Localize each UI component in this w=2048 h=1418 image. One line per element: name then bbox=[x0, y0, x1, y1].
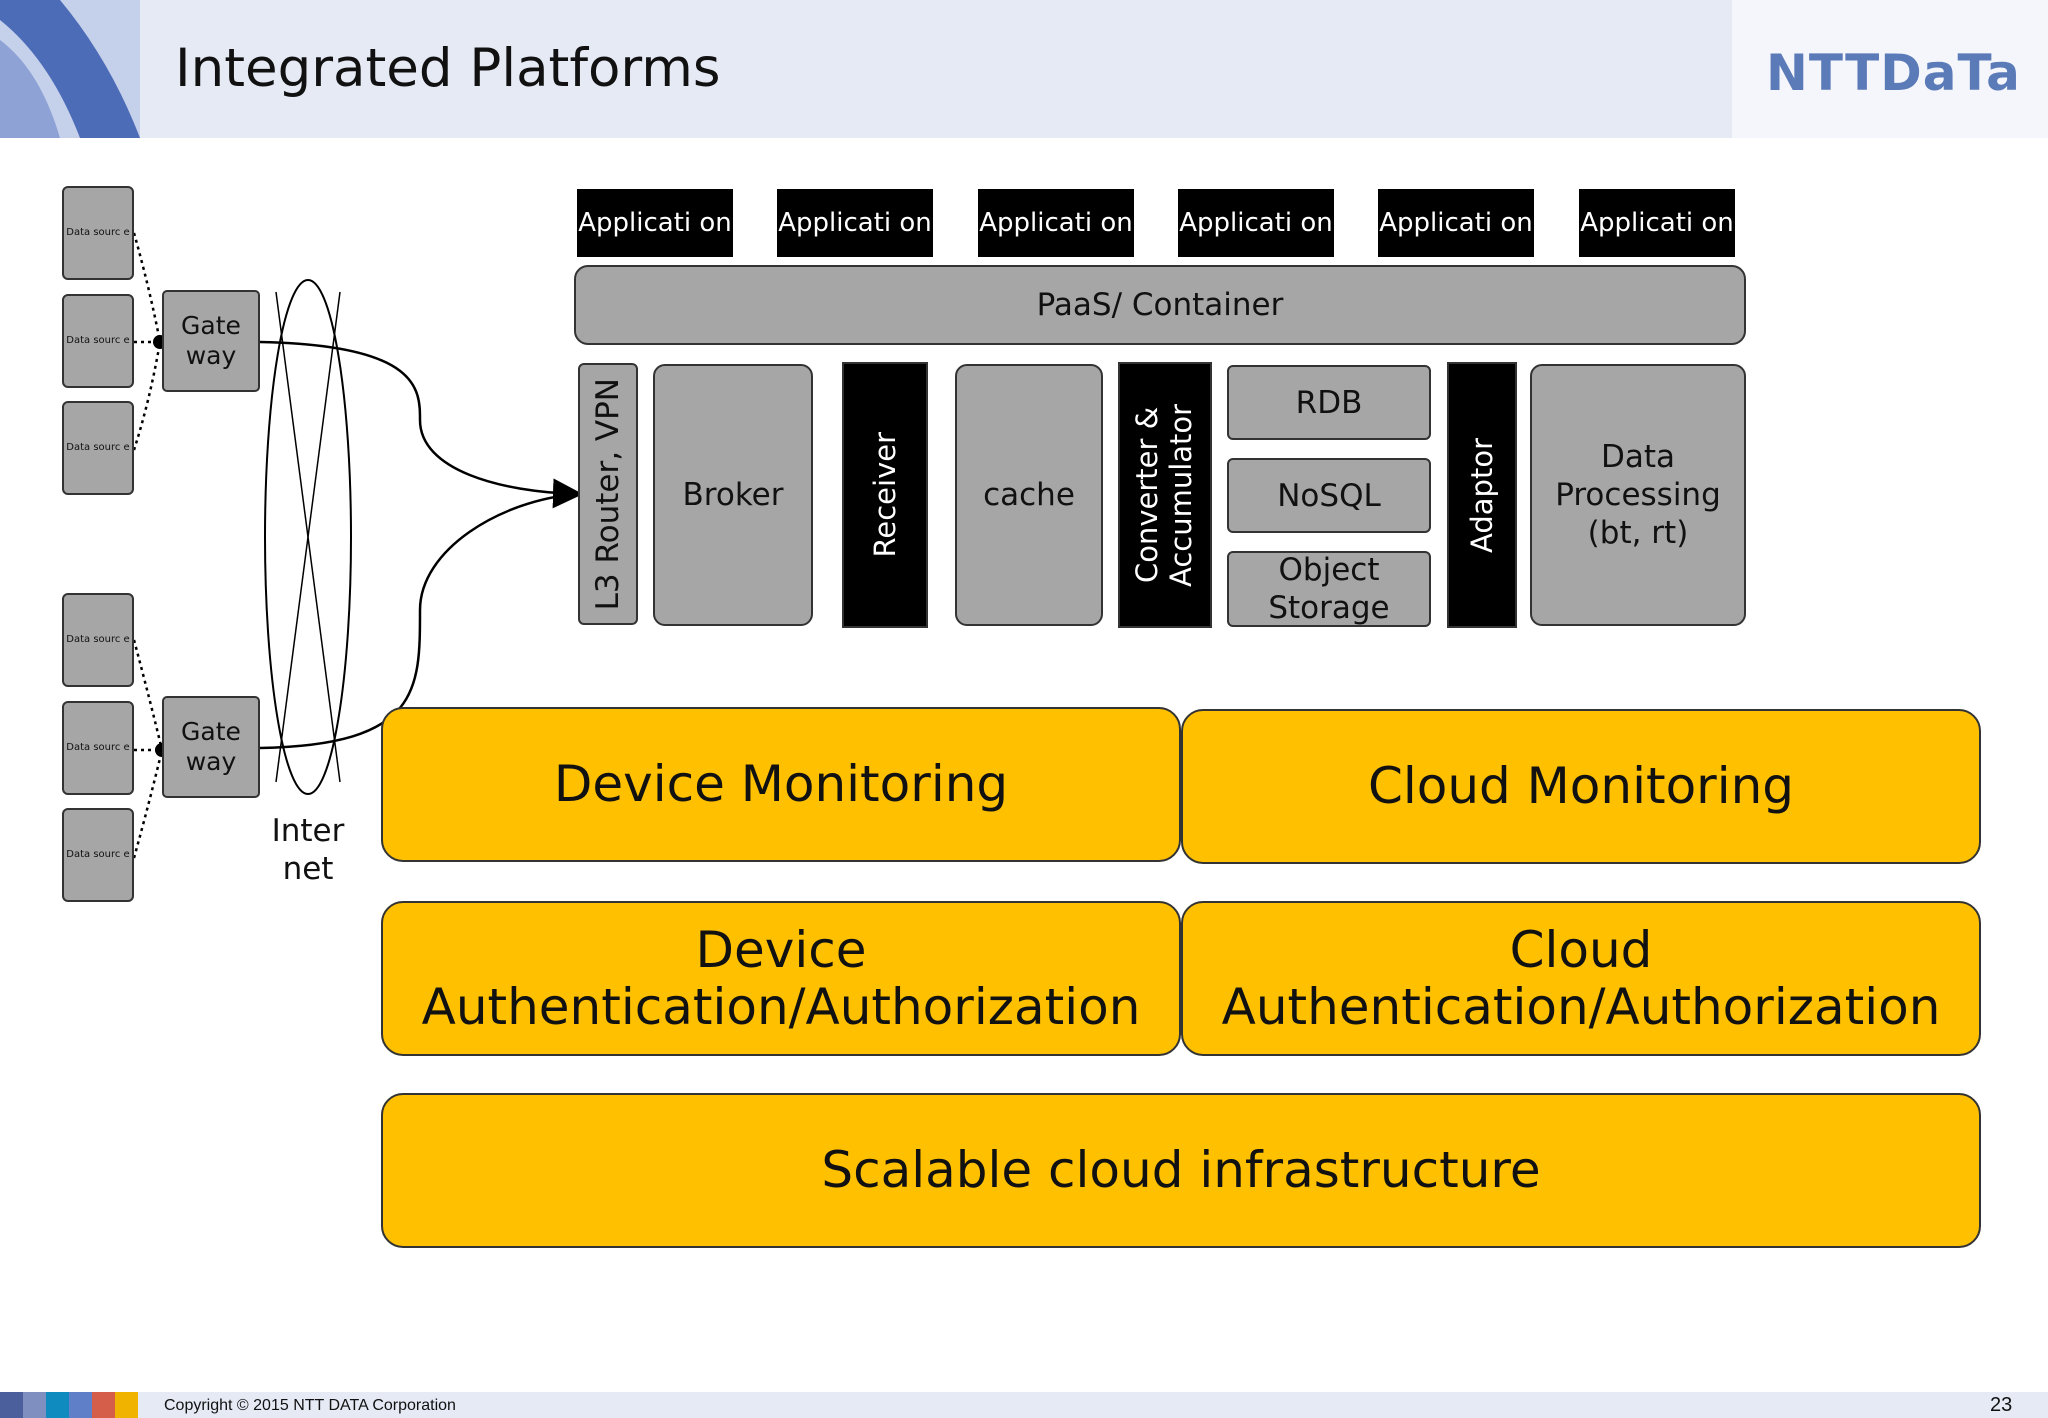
nosql-box: NoSQL bbox=[1227, 458, 1431, 533]
gateway-box: Gate way bbox=[162, 696, 260, 798]
converter-accumulator-label: Converter & Accumulator bbox=[1130, 403, 1198, 587]
converter-accumulator-box: Converter & Accumulator bbox=[1118, 362, 1212, 628]
adaptor-label: Adaptor bbox=[1465, 437, 1499, 553]
l3-router-label: L3 Router, VPN bbox=[590, 377, 626, 611]
cache-box: cache bbox=[955, 364, 1103, 626]
object-storage-box: Object Storage bbox=[1227, 551, 1431, 627]
logo-panel bbox=[1732, 0, 2048, 138]
receiver-box: Receiver bbox=[842, 362, 928, 628]
footer-bar bbox=[0, 1392, 2048, 1418]
application-box: Applicati on bbox=[1178, 189, 1334, 257]
header-bar bbox=[0, 0, 2048, 138]
internet-label: Inter net bbox=[271, 813, 345, 887]
header-decoration bbox=[0, 0, 140, 138]
cloud-auth-box: Cloud Authentication/Authorization bbox=[1181, 901, 1981, 1056]
footer-color-strip bbox=[0, 1392, 138, 1418]
data-source-box: Data sourc e bbox=[62, 401, 134, 495]
application-box: Applicati on bbox=[777, 189, 933, 257]
application-box: Applicati on bbox=[577, 189, 733, 257]
gateway-box: Gate way bbox=[162, 290, 260, 392]
page-number: 23 bbox=[1990, 1394, 2013, 1416]
data-source-box: Data sourc e bbox=[62, 808, 134, 902]
adaptor-box: Adaptor bbox=[1447, 362, 1517, 628]
application-box: Applicati on bbox=[1378, 189, 1534, 257]
data-source-box: Data sourc e bbox=[62, 186, 134, 280]
device-auth-box: Device Authentication/Authorization bbox=[381, 901, 1181, 1056]
l3-router-box: L3 Router, VPN bbox=[578, 363, 638, 625]
data-processing-box: Data Processing (bt, rt) bbox=[1530, 364, 1746, 626]
paas-container-layer: PaaS/ Container bbox=[574, 265, 1746, 345]
data-source-box: Data sourc e bbox=[62, 593, 134, 687]
data-source-box: Data sourc e bbox=[62, 294, 134, 388]
copyright-text: Copyright © 2015 NTT DATA Corporation bbox=[164, 1397, 456, 1414]
data-source-box: Data sourc e bbox=[62, 701, 134, 795]
application-box: Applicati on bbox=[1579, 189, 1735, 257]
application-box: Applicati on bbox=[978, 189, 1134, 257]
cloud-monitoring-box: Cloud Monitoring bbox=[1181, 709, 1981, 864]
device-monitoring-box: Device Monitoring bbox=[381, 707, 1181, 862]
scalable-infrastructure-box: Scalable cloud infrastructure bbox=[381, 1093, 1981, 1248]
broker-box: Broker bbox=[653, 364, 813, 626]
page-title: Integrated Platforms bbox=[175, 38, 721, 99]
rdb-box: RDB bbox=[1227, 365, 1431, 440]
company-logo: NTTDaTa bbox=[1766, 44, 2021, 102]
receiver-label: Receiver bbox=[868, 432, 902, 558]
